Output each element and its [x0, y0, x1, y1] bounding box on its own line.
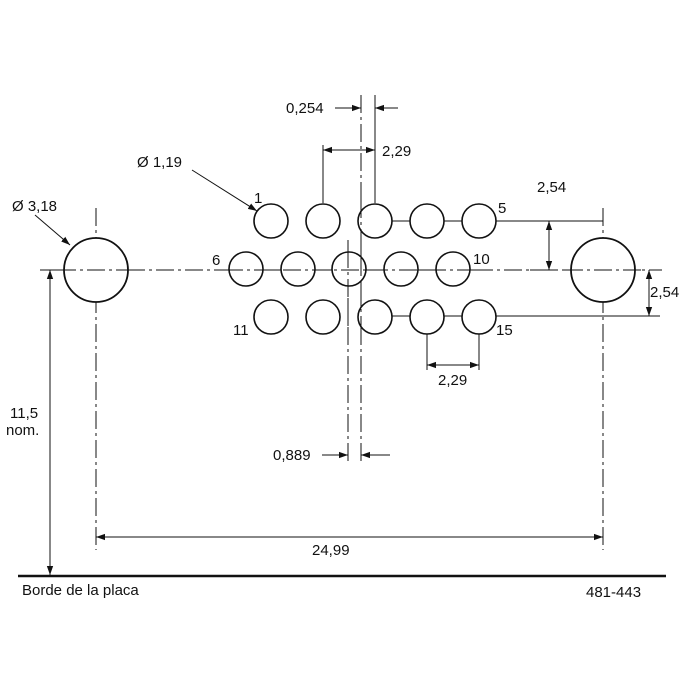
pin-label-5: 5 — [498, 200, 506, 217]
dim-229-bottom-label: 2,29 — [438, 372, 467, 389]
leader-pin-diameter — [191, 169, 258, 212]
pin-hole-12 — [305, 299, 341, 335]
pin-label-15: 15 — [496, 322, 513, 339]
pin-hole-7 — [280, 251, 316, 287]
pin-hole-6 — [228, 251, 264, 287]
dim-2499-label: 24,99 — [312, 542, 350, 559]
pin-hole-15 — [461, 299, 497, 335]
dim-115-value-label: 11,5 — [10, 405, 38, 422]
pin-label-10: 10 — [473, 251, 490, 268]
pin-hole-1 — [253, 203, 289, 239]
pin-hole-11 — [253, 299, 289, 335]
pin-hole-14 — [409, 299, 445, 335]
pin-label-11: 11 — [233, 322, 249, 339]
pin-hole-8 — [331, 251, 367, 287]
board-edge-label: Borde de la placa — [22, 582, 139, 599]
pin-label-6: 6 — [212, 252, 220, 269]
dim-254-lower-label: 2,54 — [650, 284, 679, 301]
leader-mount-diameter — [34, 214, 71, 246]
pin-hole-3 — [357, 203, 393, 239]
pin-diameter-label: Ø 1,19 — [137, 154, 182, 171]
dim-0889-label: 0,889 — [273, 447, 311, 464]
dim-115-qualifier-label: nom. — [6, 422, 39, 439]
part-number-label: 481-443 — [586, 584, 641, 601]
pin-hole-4 — [409, 203, 445, 239]
pin-hole-5 — [461, 203, 497, 239]
pin-hole-9 — [383, 251, 419, 287]
dim-0254-label: 0,254 — [286, 100, 324, 117]
pin-label-1: 1 — [254, 190, 262, 207]
pin-hole-2 — [305, 203, 341, 239]
pin-hole-10 — [435, 251, 471, 287]
mount-diameter-label: Ø 3,18 — [12, 198, 57, 215]
dim-254-upper-label: 2,54 — [537, 179, 566, 196]
dim-229-top-label: 2,29 — [382, 143, 411, 160]
pin-hole-13 — [357, 299, 393, 335]
